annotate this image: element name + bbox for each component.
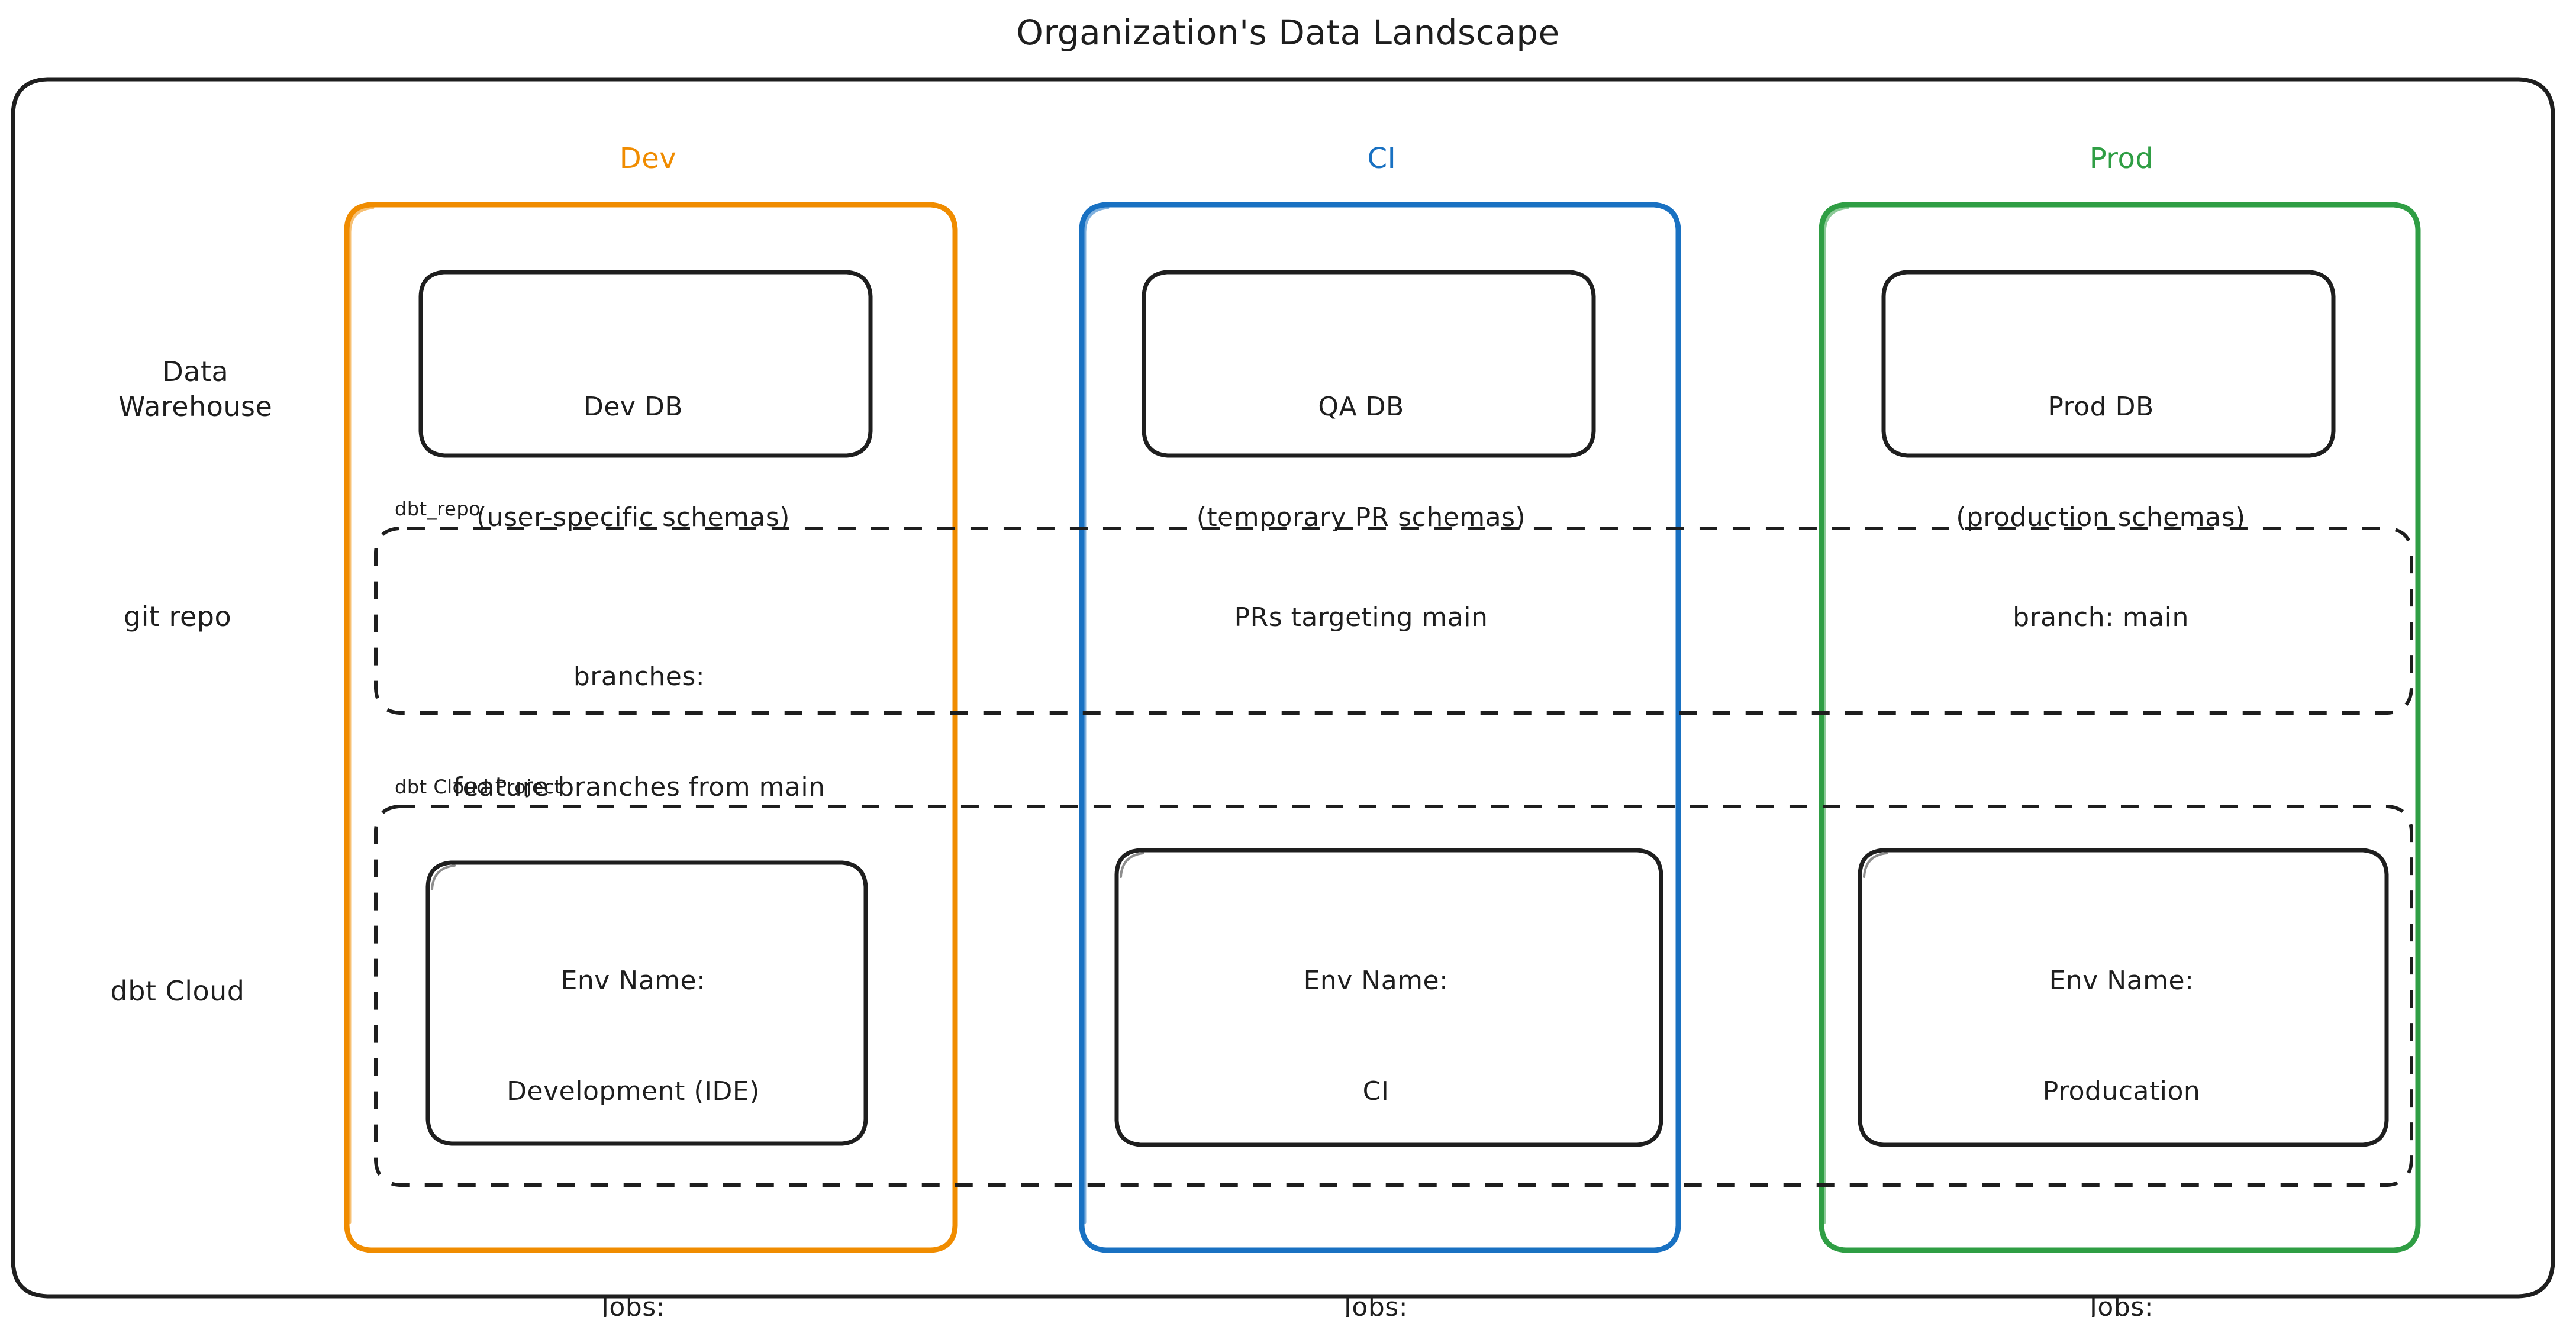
ci-env-label: Env Name: xyxy=(1303,965,1449,996)
band-frame-dbt-cloud-project xyxy=(374,805,2413,1187)
ci-env-value: CI xyxy=(1362,1076,1389,1107)
band-caption-dbt-repo: dbt_repo xyxy=(395,498,481,520)
dev-db-line2: (user-specific schemas) xyxy=(476,502,790,533)
outer-frame xyxy=(11,77,2555,1299)
git-dev-line2: feature branches from main xyxy=(453,772,826,803)
git-ci-text: PRs targeting main xyxy=(1234,602,1488,632)
column-frame-dev xyxy=(344,202,958,1253)
prod-env-value: Producation xyxy=(2042,1076,2201,1107)
dev-db-line1: Dev DB xyxy=(583,391,684,422)
dev-env-label: Env Name: xyxy=(560,965,706,996)
row-label-git-repo: git repo xyxy=(123,601,232,632)
row-label-data-warehouse: Data Warehouse xyxy=(50,319,305,459)
prod-jobs-label: Jobs: xyxy=(2089,1292,2154,1317)
box-ci-env xyxy=(1114,848,1663,1147)
band-caption-dbt-cloud-project: dbt Cloud Project xyxy=(395,776,562,798)
dev-env-text: Env Name: Development (IDE) Jobs: none xyxy=(408,889,858,1317)
dev-jobs-label: Jobs: xyxy=(601,1292,666,1317)
box-prod-env xyxy=(1858,848,2389,1147)
band-frame-dbt-repo xyxy=(374,527,2413,715)
row-label-line1: Data xyxy=(162,355,229,388)
dev-db-text: Dev DB (user-specific schemas) xyxy=(414,315,852,611)
git-dev-line1: branches: xyxy=(573,661,705,692)
dev-env-value: Development (IDE) xyxy=(507,1076,760,1107)
git-dev-text: branches: feature branches from main xyxy=(379,585,899,880)
column-header-dev: Dev xyxy=(619,142,677,175)
prod-db-line1: Prod DB xyxy=(2048,391,2154,422)
box-prod-db xyxy=(1881,270,2336,458)
column-header-prod: Prod xyxy=(2089,142,2154,175)
prod-env-text: Env Name: Producation Jobs: Scheduled jo… xyxy=(1846,889,2397,1317)
box-dev-env xyxy=(425,860,868,1146)
spacer xyxy=(408,1184,858,1215)
ci-env-text: Env Name: CI Jobs: Slim CI: feature bran… xyxy=(1101,889,1651,1317)
column-frame-prod xyxy=(1819,202,2421,1253)
spacer xyxy=(1846,1184,2397,1215)
column-header-ci: CI xyxy=(1367,142,1397,175)
qa-db-line1: QA DB xyxy=(1318,391,1404,422)
box-qa-db xyxy=(1142,270,1596,458)
page-title: Organization's Data Landscape xyxy=(1016,12,1560,53)
ci-jobs-label: Jobs: xyxy=(1343,1292,1408,1317)
prod-env-label: Env Name: xyxy=(2049,965,2194,996)
prod-db-text: Prod DB (production schemas) xyxy=(1882,315,2320,611)
git-prod-text: branch: main xyxy=(2013,602,2189,632)
spacer xyxy=(1101,1184,1651,1215)
box-dev-db xyxy=(418,270,873,458)
column-frame-ci xyxy=(1079,202,1681,1253)
row-label-dbt-cloud: dbt Cloud xyxy=(110,975,245,1007)
row-label-line2: Warehouse xyxy=(118,390,273,422)
